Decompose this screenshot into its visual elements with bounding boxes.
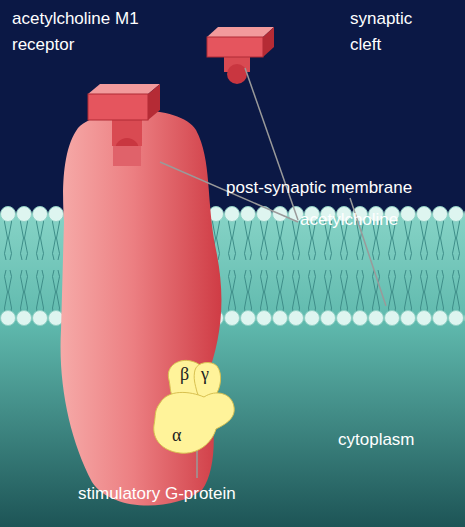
subunit-letter: β xyxy=(180,364,189,384)
subunit-letter: α xyxy=(172,425,181,445)
callout-label: synaptic cleft xyxy=(350,6,446,58)
callout-label: post-synaptic membrane xyxy=(226,175,412,201)
callout-label: acetylcholine xyxy=(300,207,398,233)
callout-label: stimulatory G-protein xyxy=(78,481,236,507)
subunit-letter: γ xyxy=(201,364,209,384)
callout-label: acetylcholine M1 receptor xyxy=(12,6,172,58)
g-protein-subunit: α xyxy=(150,385,236,457)
callout-label: cytoplasm xyxy=(338,427,415,453)
subunit-outline xyxy=(150,385,236,457)
